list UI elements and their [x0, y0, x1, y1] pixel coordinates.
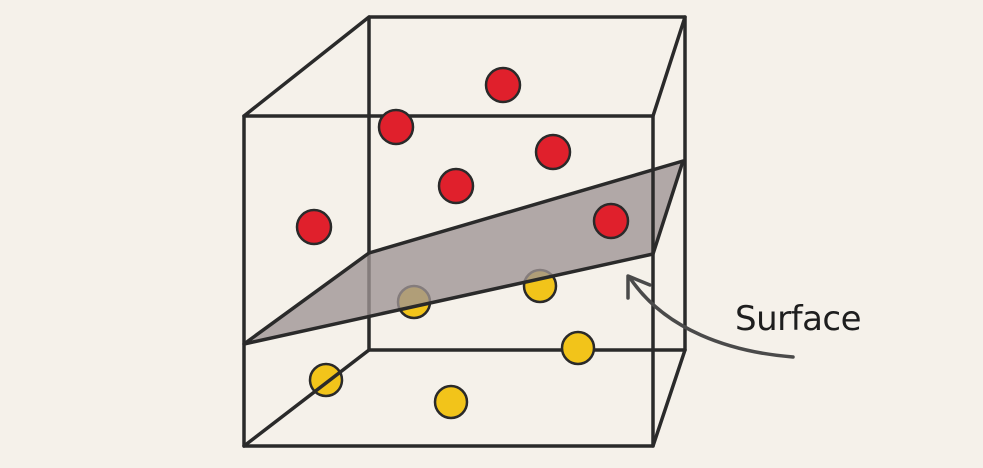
red-point	[534, 133, 572, 171]
arrow-curve	[628, 276, 795, 359]
points-above-surface	[295, 66, 630, 246]
surface-label: Surface	[735, 299, 861, 339]
cube-edge-bottom-left	[242, 348, 371, 448]
cube-edge-bottom-right	[651, 348, 687, 448]
cube-edge-top-left	[242, 15, 371, 118]
red-point	[437, 167, 475, 205]
yellow-point	[433, 384, 469, 420]
arrow-head	[626, 274, 652, 300]
red-point	[592, 202, 630, 240]
separating-surface	[242, 159, 685, 346]
red-point	[484, 66, 522, 104]
red-point	[295, 208, 333, 246]
cube-front-edges	[242, 15, 687, 448]
yellow-point	[560, 330, 596, 366]
red-point	[377, 108, 415, 146]
surface-arrow	[626, 274, 795, 359]
cube-edge-top-right	[651, 15, 687, 118]
